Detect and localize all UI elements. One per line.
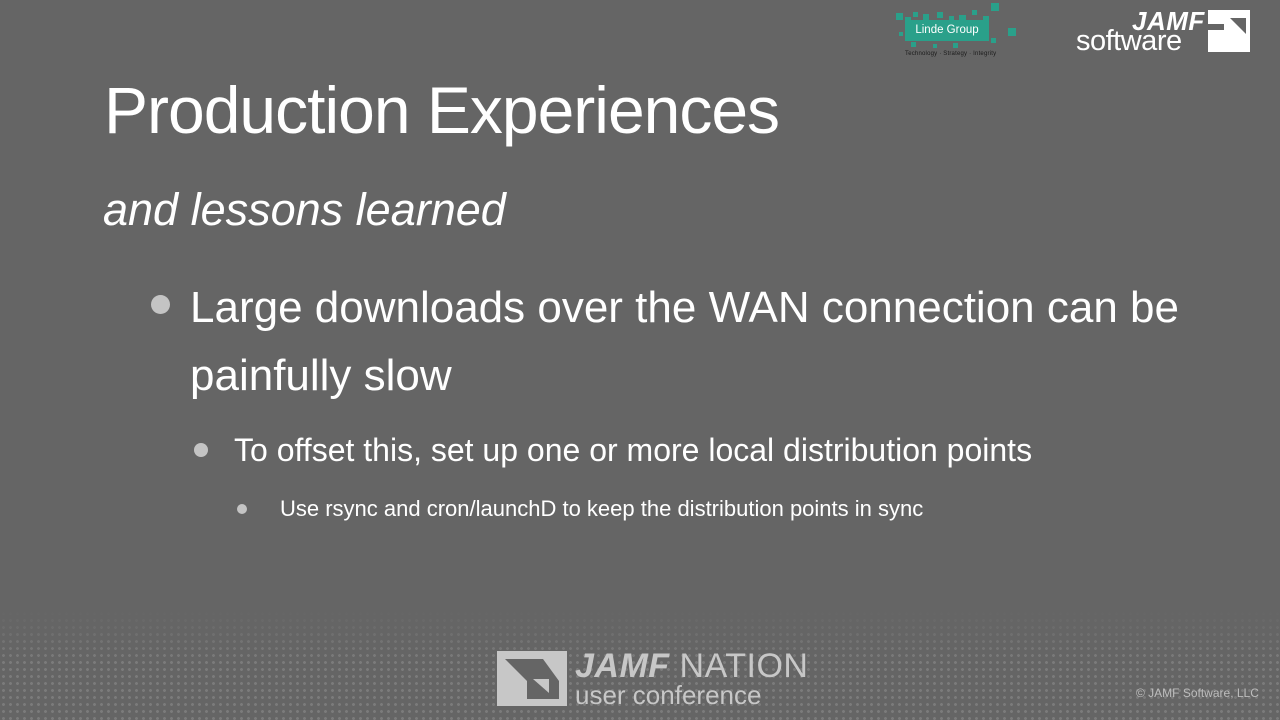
world-map-background xyxy=(0,610,1280,720)
jamf-logo-word: JAMF xyxy=(1132,6,1205,36)
linde-group-logo: Linde Group Technology · Strategy · Inte… xyxy=(893,0,1023,62)
jamf-mark-icon xyxy=(1208,10,1250,52)
jamf-nation-title: JAMF NATION xyxy=(575,649,808,683)
linde-group-tagline: Technology · Strategy · Integrity xyxy=(905,51,997,57)
jamf-nation-light-word: NATION xyxy=(679,647,809,685)
bullet-level3-text: Use rsync and cron/launchD to keep the d… xyxy=(280,496,924,521)
bullet-level2-text: To offset this, set up one or more local… xyxy=(234,432,1033,468)
jamf-nation-subtitle: user conference xyxy=(575,680,762,710)
jamf-nation-mark-icon xyxy=(497,651,567,706)
bullet-level3-icon xyxy=(237,504,247,514)
slide-subtitle: and lessons learned xyxy=(103,184,506,235)
bullet-level1-text: Large downloads over the WAN connection … xyxy=(190,283,1179,400)
linde-pixel-squares-icon xyxy=(896,3,1016,48)
jamf-nation-bold-word: JAMF xyxy=(575,647,670,685)
jamf-nation-logo: JAMF NATION user conference xyxy=(497,649,808,710)
bullet-level1-icon xyxy=(151,295,170,314)
linde-group-name: Linde Group xyxy=(905,20,989,41)
copyright-notice: © JAMF Software, LLC xyxy=(1136,686,1259,700)
bullet-level2-icon xyxy=(194,443,208,457)
slide-title: Production Experiences xyxy=(104,73,780,147)
jamf-software-logo: JAMF software xyxy=(1072,6,1257,56)
software-logo-word: software xyxy=(1076,25,1182,57)
